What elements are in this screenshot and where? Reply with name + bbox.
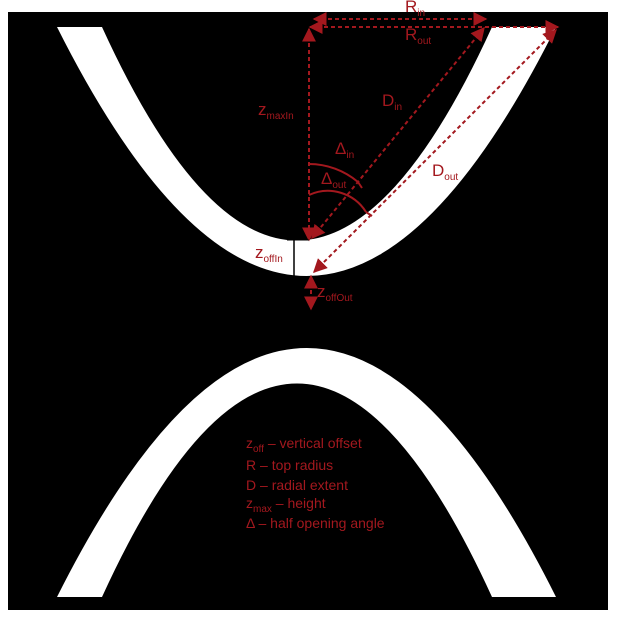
z-off-out-label: zoffOut	[317, 282, 353, 304]
legend-item-delta: Δ – half opening angle	[246, 515, 385, 531]
delta-in-arc-tick	[357, 181, 363, 189]
r-out-label: Rout	[405, 25, 431, 47]
delta-in-arc	[308, 163, 359, 183]
delta-in-label: Δin	[335, 139, 354, 161]
delta-out-arc-tick	[365, 211, 373, 217]
legend-item-r: R – top radius	[246, 457, 333, 473]
delta-out-arc	[308, 189, 367, 213]
d-out-arrow	[313, 29, 557, 273]
d-in-label: Din	[382, 91, 402, 113]
z-off-in-label: zoffIn	[255, 243, 283, 265]
legend: zoff – vertical offset R – top radius D …	[246, 435, 385, 531]
annotations	[287, 12, 560, 311]
r-in-label: Rin	[405, 0, 425, 19]
legend-item-z-off: zoff – vertical offset	[246, 435, 362, 455]
lower-funnel-band	[57, 348, 556, 597]
z-max-in-label: zmaxIn	[258, 100, 294, 122]
legend-item-d: D – radial extent	[246, 477, 348, 493]
delta-out-label: Δout	[321, 169, 346, 191]
d-out-label: Dout	[432, 161, 458, 183]
legend-item-z-max: zmax – height	[246, 495, 326, 515]
